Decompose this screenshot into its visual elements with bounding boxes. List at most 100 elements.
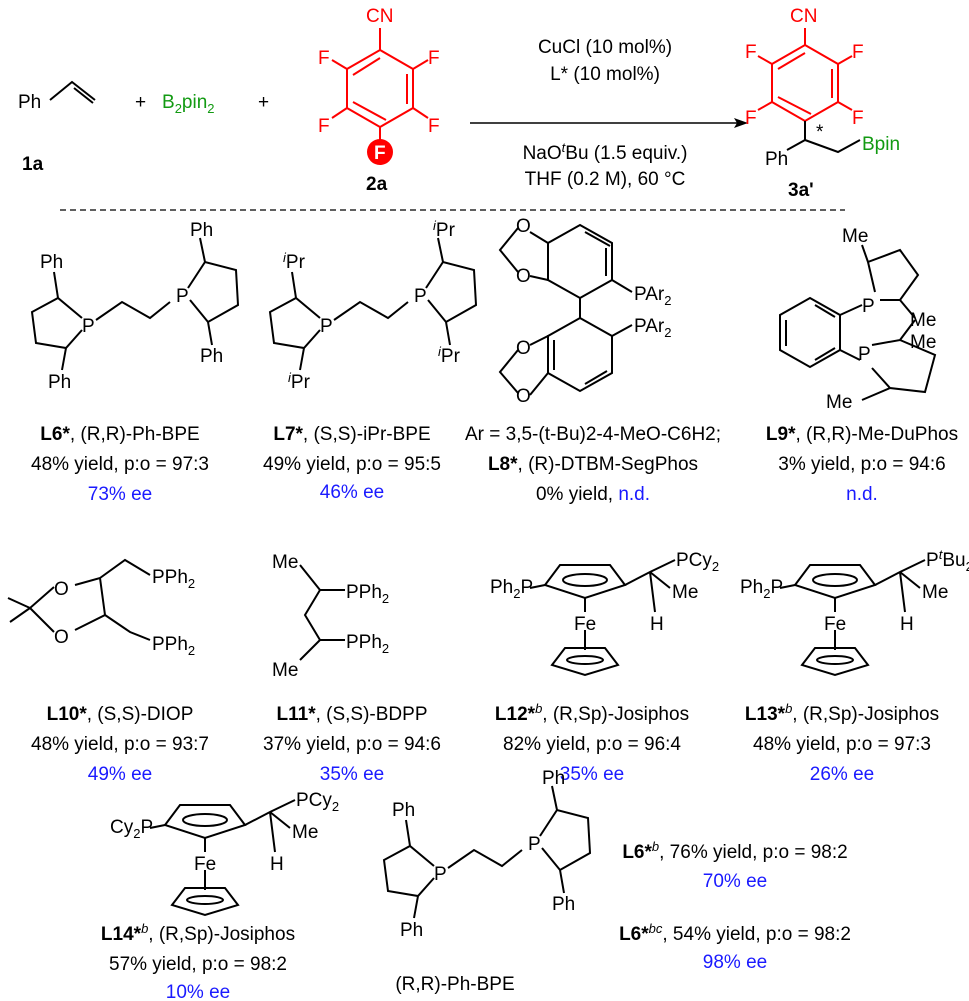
atom-bpin: Bpin xyxy=(862,134,900,155)
atom-ph: Ph xyxy=(48,372,71,393)
compound-id-1a: 1a xyxy=(22,154,44,175)
atom-me: Me xyxy=(672,582,698,603)
caption-l14: L14*b, (R,Sp)-Josiphos 57% yield, p:o = … xyxy=(101,921,295,1001)
svg-text:10% ee: 10% ee xyxy=(166,982,230,1001)
svg-text:L6*b, 76% yield, p:o = 98:2: L6*b, 76% yield, p:o = 98:2 xyxy=(622,839,847,863)
caption-ph-bpe: (R,R)-Ph-BPE xyxy=(395,974,514,995)
caption-l13: L13*b, (R,Sp)-Josiphos 48% yield, p:o = … xyxy=(745,701,939,785)
atom-me: Me xyxy=(292,822,318,843)
atom-f: F xyxy=(318,48,330,69)
svg-text:n.d.: n.d. xyxy=(846,484,878,505)
atom-fe: Fe xyxy=(574,614,596,635)
pentafluorobenzonitrile-2a: CN F F F F F 2a xyxy=(318,6,440,195)
structure-l12: Ph2P Fe PCy2 Me H xyxy=(490,550,719,677)
atom-par2: PAr2 xyxy=(634,284,672,308)
structure-l10: O O PPh2 PPh2 xyxy=(7,558,195,658)
atom-ph: Ph xyxy=(190,220,213,241)
highlighted-fluorine xyxy=(367,139,393,165)
atom-p: P xyxy=(320,316,333,337)
atom-par2: PAr2 xyxy=(634,316,672,340)
atom-h: H xyxy=(270,854,284,875)
atom-ph: Ph xyxy=(200,346,223,367)
styrene-1a: Ph 1a xyxy=(18,80,96,175)
svg-text:48% yield, p:o = 97:3: 48% yield, p:o = 97:3 xyxy=(753,734,931,755)
structure-l7: iPr iPr P P iPr iPr xyxy=(268,218,478,393)
svg-text:L7*, (S,S)-iPr-BPE: L7*, (S,S)-iPr-BPE xyxy=(273,424,430,445)
svg-text:73% ee: 73% ee xyxy=(88,484,152,505)
svg-text:49% yield, p:o = 95:5: 49% yield, p:o = 95:5 xyxy=(263,454,441,475)
svg-text:35% ee: 35% ee xyxy=(560,764,624,785)
atom-o: O xyxy=(516,338,531,359)
svg-text:L6*, (R,R)-Ph-BPE: L6*, (R,R)-Ph-BPE xyxy=(40,424,199,445)
atom-ipr: iPr xyxy=(288,370,311,393)
svg-text:49% ee: 49% ee xyxy=(88,764,152,785)
atom-ptbu2: PtBu2 xyxy=(926,547,969,574)
svg-text:0% yield, n.d.: 0% yield, n.d. xyxy=(536,484,650,505)
atom-pcy2: PCy2 xyxy=(296,790,339,814)
vinyl-bond xyxy=(49,80,96,104)
atom-f: F xyxy=(428,48,440,69)
atom-fe: Fe xyxy=(194,854,216,875)
atom-fe: Fe xyxy=(824,614,846,635)
atom-f: F xyxy=(428,116,440,137)
svg-text:57% yield, p:o = 98:2: 57% yield, p:o = 98:2 xyxy=(109,954,287,975)
svg-text:48% yield, p:o = 97:3: 48% yield, p:o = 97:3 xyxy=(31,454,209,475)
svg-text:98% ee: 98% ee xyxy=(703,952,767,973)
svg-text:L6*bc, 54% yield, p:o = 98:2: L6*bc, 54% yield, p:o = 98:2 xyxy=(619,921,851,945)
structure-l13: Ph2P Fe PtBu2 Me H xyxy=(740,547,969,677)
condition-ligand: L* (10 mol%) xyxy=(550,64,660,85)
atom-f: F xyxy=(852,42,864,63)
caption-l10: L10*, (S,S)-DIOP 48% yield, p:o = 93:7 4… xyxy=(31,704,209,785)
atom-ph: Ph xyxy=(392,800,415,821)
plus-sign: + xyxy=(258,92,269,113)
svg-text:L12*b, (R,Sp)-Josiphos: L12*b, (R,Sp)-Josiphos xyxy=(495,701,689,725)
atom-o: O xyxy=(516,216,531,237)
atom-me: Me xyxy=(842,226,868,247)
svg-text:L8*, (R)-DTBM-SegPhos: L8*, (R)-DTBM-SegPhos xyxy=(488,454,698,475)
svg-text:L14*b, (R,Sp)-Josiphos: L14*b, (R,Sp)-Josiphos xyxy=(101,921,295,945)
svg-text:L10*, (S,S)-DIOP: L10*, (S,S)-DIOP xyxy=(47,704,194,725)
caption-l6-b: L6*b, 76% yield, p:o = 98:2 70% ee xyxy=(622,839,847,892)
caption-l11: L11*, (S,S)-BDPP 37% yield, p:o = 94:6 3… xyxy=(263,704,441,785)
caption-l6-bc: L6*bc, 54% yield, p:o = 98:2 98% ee xyxy=(619,921,851,973)
atom-me: Me xyxy=(272,552,298,573)
svg-text:46% ee: 46% ee xyxy=(320,482,384,503)
svg-text:82% yield, p:o = 96:4: 82% yield, p:o = 96:4 xyxy=(503,734,681,755)
atom-p: P xyxy=(434,864,447,885)
atom-h: H xyxy=(900,614,914,635)
atom-cy2p: Cy2P xyxy=(110,817,153,841)
atom-ph: Ph xyxy=(542,768,565,789)
stereocenter-star: * xyxy=(816,122,824,143)
atom-o: O xyxy=(54,627,69,648)
atom-ph: Ph xyxy=(552,894,575,915)
atom-ipr: iPr xyxy=(438,344,461,367)
svg-text:L9*, (R,R)-Me-DuPhos: L9*, (R,R)-Me-DuPhos xyxy=(766,424,958,445)
compound-id-3a: 3a' xyxy=(788,180,814,201)
atom-p: P xyxy=(858,344,871,365)
caption-l7: L7*, (S,S)-iPr-BPE 49% yield, p:o = 95:5… xyxy=(263,424,441,503)
atom-o: O xyxy=(516,386,531,407)
atom-f: F xyxy=(745,42,757,63)
svg-text:3% yield, p:o = 94:6: 3% yield, p:o = 94:6 xyxy=(778,454,945,475)
structure-l14: Cy2P Fe PCy2 Me H xyxy=(110,790,339,917)
atom-p: P xyxy=(414,286,427,307)
plus-sign: + xyxy=(135,92,146,113)
caption-l12: L12*b, (R,Sp)-Josiphos 82% yield, p:o = … xyxy=(495,701,689,785)
caption-l8: Ar = 3,5-(t-Bu)2-4-MeO-C6H2; L8*, (R)-DT… xyxy=(465,424,721,505)
atom-ipr: iPr xyxy=(433,218,456,241)
atom-pph2: PPh2 xyxy=(152,634,195,658)
condition-base: NaOtBu (1.5 equiv.) xyxy=(523,140,688,164)
svg-text:Ar = 3,5-(t-Bu)2-4-MeO-C6H2;: Ar = 3,5-(t-Bu)2-4-MeO-C6H2; xyxy=(465,424,721,445)
atom-me: Me xyxy=(910,310,936,331)
atom-f: F xyxy=(318,116,330,137)
atom-ph2p: Ph2P xyxy=(740,577,783,601)
atom-ph: Ph xyxy=(18,92,41,113)
atom-me: Me xyxy=(272,660,298,681)
svg-text:48% yield, p:o = 93:7: 48% yield, p:o = 93:7 xyxy=(31,734,209,755)
svg-text:70% ee: 70% ee xyxy=(703,871,767,892)
atom-p: P xyxy=(862,296,875,317)
atom-o: O xyxy=(516,266,531,287)
atom-me: Me xyxy=(922,582,948,603)
atom-ph: Ph xyxy=(765,149,788,170)
atom-ph2p: Ph2P xyxy=(490,577,533,601)
